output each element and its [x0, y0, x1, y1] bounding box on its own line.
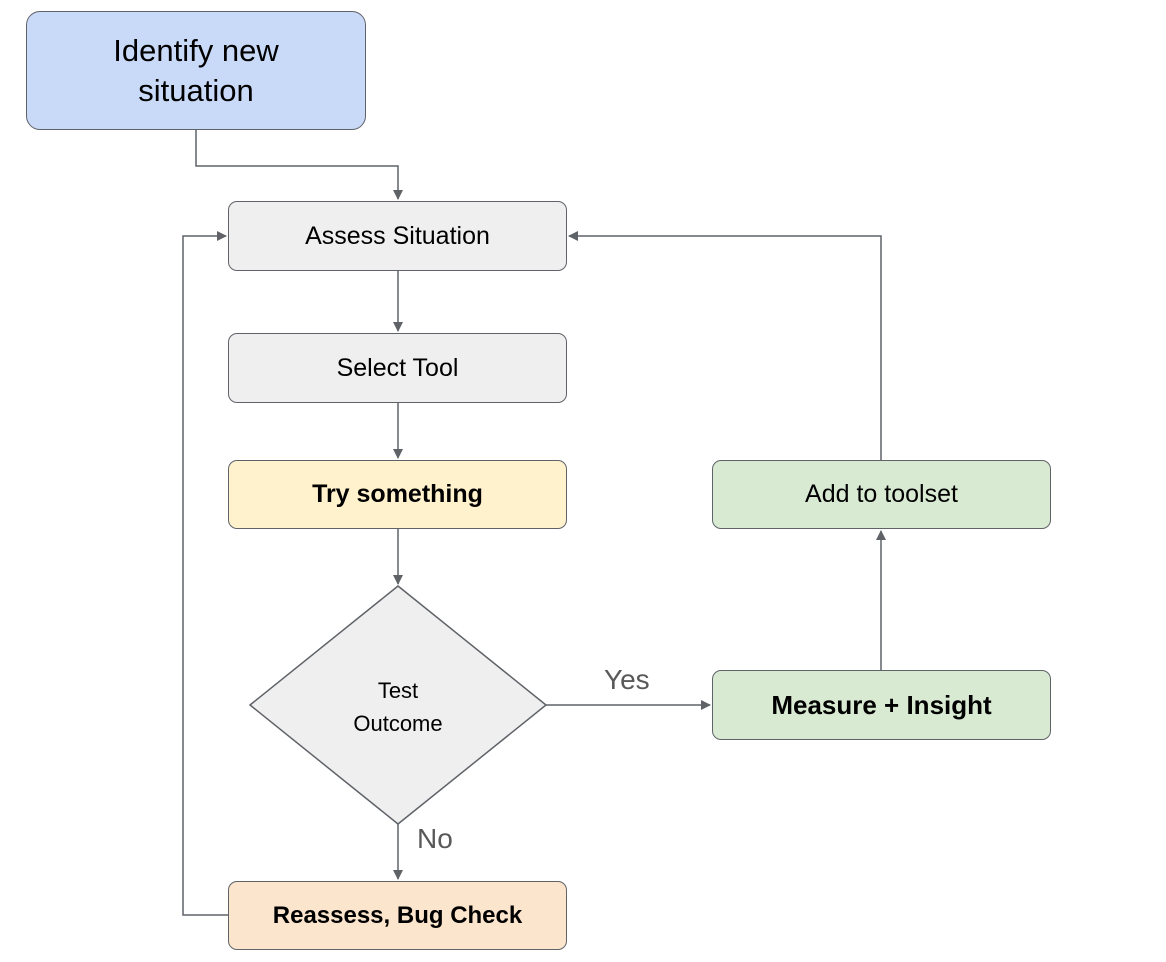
node-measure-insight-label: Measure + Insight: [771, 689, 992, 720]
node-measure-insight[interactable]: Measure + Insight: [712, 670, 1051, 740]
node-assess-situation[interactable]: Assess Situation: [228, 201, 567, 271]
arrow-add-to-assess: [568, 231, 882, 460]
arrow-start-to-assess: [195, 130, 403, 200]
node-identify-new-situation[interactable]: Identify new situation: [26, 11, 366, 130]
arrow-reassess-to-assess: [182, 231, 228, 916]
node-select-tool[interactable]: Select Tool: [228, 333, 567, 403]
node-reassess-bug-check[interactable]: Reassess, Bug Check: [228, 881, 567, 950]
decision-test-outcome-label: Test Outcome: [353, 678, 443, 736]
node-try-something-label: Try something: [312, 480, 483, 508]
node-add-to-toolset-label: Add to toolset: [805, 480, 958, 508]
edge-label-yes: Yes: [604, 664, 650, 695]
node-assess-situation-label: Assess Situation: [305, 221, 490, 250]
node-try-something[interactable]: Try something: [228, 460, 567, 529]
node-select-tool-label: Select Tool: [336, 353, 459, 382]
node-identify-new-situation-label: Identify new situation: [113, 32, 279, 108]
edge-label-no: No: [417, 823, 453, 854]
node-add-to-toolset[interactable]: Add to toolset: [712, 460, 1051, 529]
node-reassess-bug-check-label: Reassess, Bug Check: [272, 901, 523, 929]
